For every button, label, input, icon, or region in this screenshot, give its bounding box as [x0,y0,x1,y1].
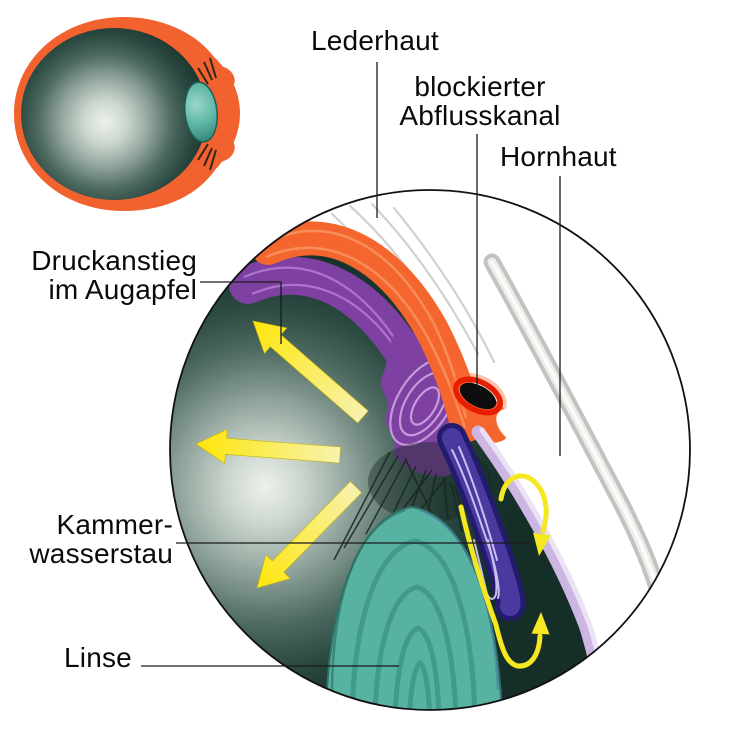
limbus-highlight [496,408,540,448]
label-blockierter-line1: blockierter [414,71,546,102]
aqueous-flow-arrows [458,473,551,669]
flow-arrow-lower [458,504,550,669]
label-blockierter-line2: Abflusskanal [399,100,561,131]
label-linse-text: Linse [64,642,132,673]
pressure-arrow-upper [252,320,369,424]
overview-eye [14,17,240,211]
label-hornhaut: Hornhaut [500,142,617,171]
leader-line-druckanstieg [200,281,282,344]
magnifier-circle-outline [169,189,691,711]
magnified-view [170,190,690,710]
label-kammerwasserstau-line2: wasserstau [29,538,173,569]
leader-lines [141,62,561,667]
flow-arrow-upper [498,473,551,556]
label-linse: Linse [64,643,132,672]
label-blockierter-abflusskanal: blockierter Abflusskanal [380,72,580,130]
label-kammerwasserstau: Kammer- wasserstau [10,510,173,568]
label-hornhaut-text: Hornhaut [500,141,617,172]
label-druckanstieg-line1: Druckanstieg [31,245,197,276]
label-druckanstieg-line2: im Augapfel [48,274,197,305]
blocked-drainage-canal [449,372,507,420]
overview-ciliary-knob-top [203,65,235,93]
pressure-arrow-left [195,428,341,464]
overview-zonule-fibers [197,57,217,171]
lens [324,505,504,710]
label-kammerwasserstau-line1: Kammer- [56,509,173,540]
label-lederhaut-text: Lederhaut [311,25,439,56]
label-druckanstieg: Druckanstieg im Augapfel [15,246,197,304]
iris [437,423,526,621]
overview-lens [184,81,218,143]
pressure-arrow-lower [256,480,363,589]
overview-ciliary-knob-bottom [203,135,235,163]
label-lederhaut: Lederhaut [311,26,439,55]
lens-rings [349,538,478,710]
iris-contour-lines [451,446,500,600]
overview-vitreous [21,28,207,200]
pressure-arrows [195,320,369,589]
cornea-outer-surface [483,253,674,627]
